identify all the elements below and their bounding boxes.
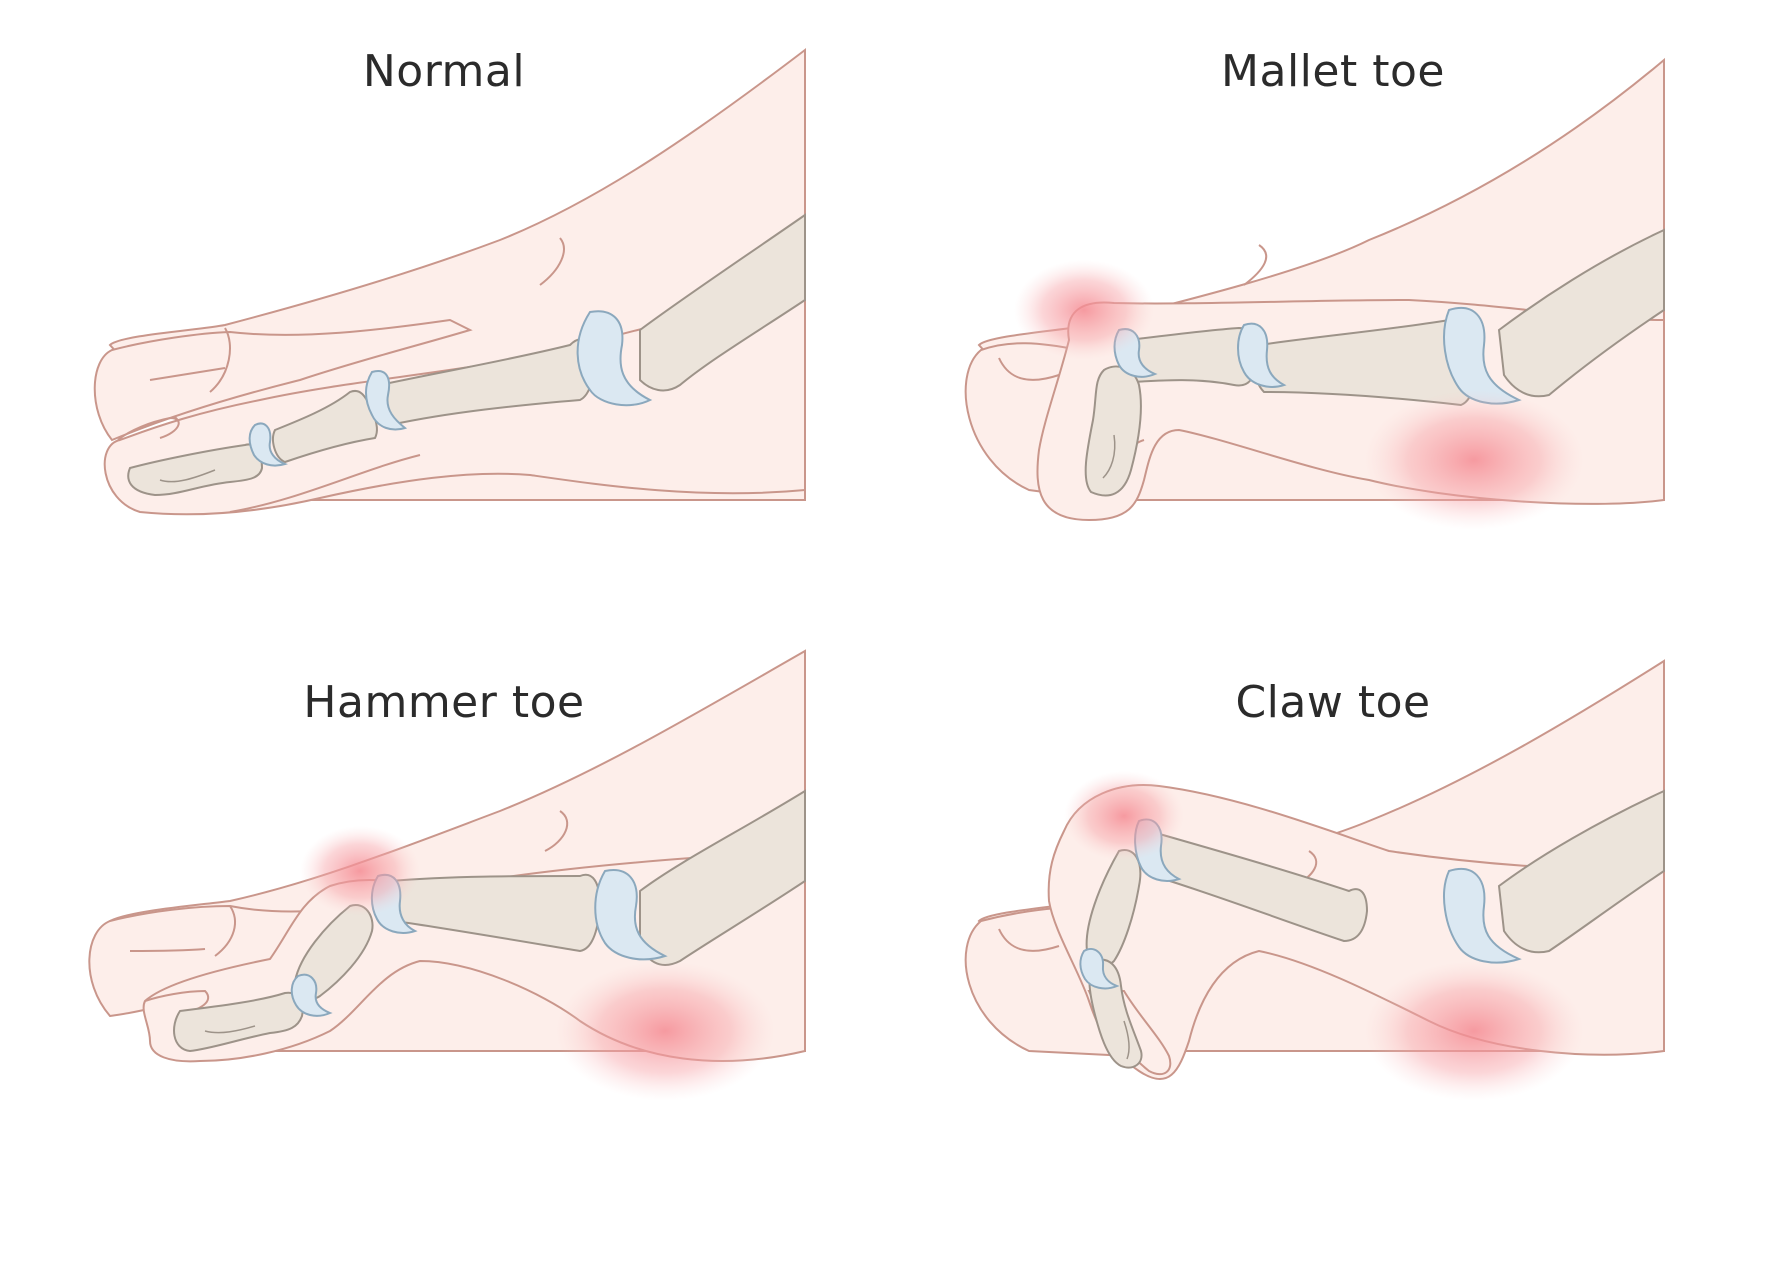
panel-claw: Claw toe	[889, 631, 1777, 1262]
panel-normal: Normal	[0, 0, 888, 631]
panel-hammer: Hammer toe	[0, 631, 888, 1262]
panel-title: Hammer toe	[303, 677, 585, 728]
redness-ball	[555, 961, 775, 1101]
panel-title: Mallet toe	[1221, 46, 1445, 97]
panel-title: Normal	[362, 46, 526, 97]
mallet-toe-illustration	[964, 57, 1665, 530]
normal-toe-illustration	[93, 47, 806, 516]
redness-dorsal	[1064, 771, 1184, 861]
panel-title: Claw toe	[1235, 677, 1431, 728]
redness-dorsal	[300, 826, 420, 916]
redness-dorsal	[1014, 260, 1154, 360]
panel-mallet: Mallet toe	[889, 0, 1777, 631]
redness-ball	[1364, 961, 1584, 1101]
hammer-toe-illustration	[88, 649, 806, 1101]
redness-ball	[1364, 390, 1584, 530]
claw-toe-illustration	[964, 659, 1665, 1101]
